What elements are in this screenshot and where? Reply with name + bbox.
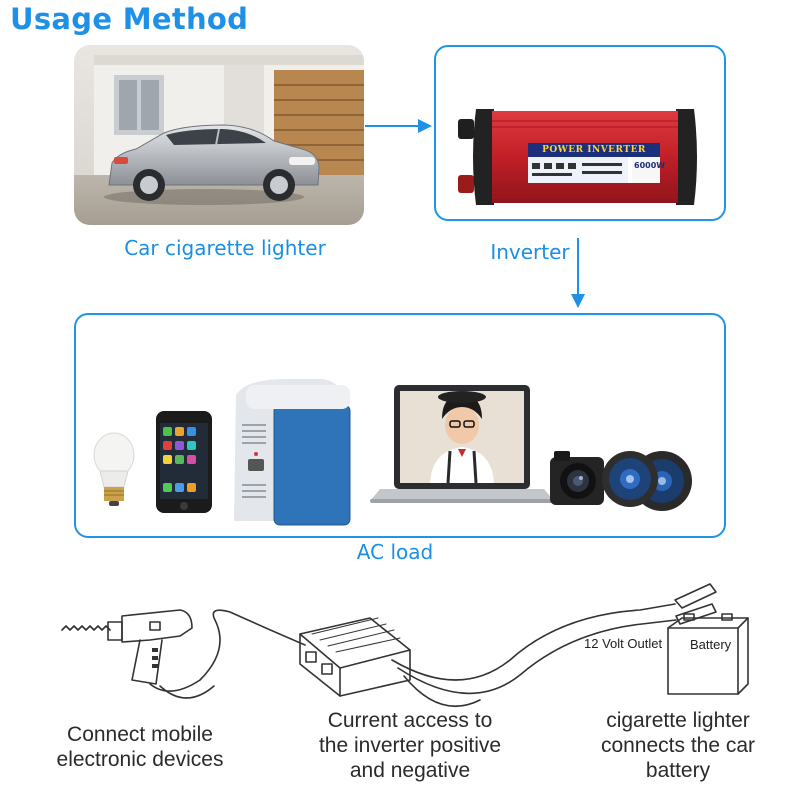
step-line: electronic devices xyxy=(56,748,224,771)
inverter-image xyxy=(458,109,697,205)
inverter-box: POWER INVERTER 6000W xyxy=(434,45,726,221)
battery-label: Battery xyxy=(690,637,732,652)
battery-icon xyxy=(667,613,749,695)
inverter-wattage: 6000W xyxy=(634,161,666,170)
inverter-label: POWER INVERTER xyxy=(542,145,646,155)
laptop-icon xyxy=(370,385,554,503)
car-photo xyxy=(74,45,364,225)
step-line: cigarette lighter xyxy=(606,709,750,732)
ac-load-caption: AC load xyxy=(356,540,434,564)
step-current-access: Current access to the inverter positive … xyxy=(290,708,530,783)
ac-load-box xyxy=(74,313,726,538)
step-line: the inverter positive xyxy=(318,734,502,757)
inverter-caption: Inverter xyxy=(490,240,570,264)
page-title: Usage Method xyxy=(10,2,249,36)
inverter-icon xyxy=(458,109,697,205)
step-connect-devices: Connect mobile electronic devices xyxy=(30,722,250,772)
car-caption: Car cigarette lighter xyxy=(124,236,326,260)
car-icon xyxy=(104,124,320,205)
step-line: Connect mobile xyxy=(67,723,213,746)
car-speakers-icon xyxy=(602,451,692,511)
car-fridge-icon xyxy=(234,379,351,526)
step-lighter-battery: cigarette lighter connects the car batte… xyxy=(572,708,784,783)
step-line: battery xyxy=(645,759,711,782)
drill-icon xyxy=(61,609,193,685)
step-line: Current access to xyxy=(327,709,493,732)
small-inverter-icon xyxy=(299,617,411,697)
arrow-right-icon xyxy=(365,119,432,133)
camera-icon xyxy=(550,451,604,505)
smartphone-icon xyxy=(156,411,212,513)
outlet-label: 12 Volt Outlet xyxy=(584,636,663,651)
step-line: and negative xyxy=(349,759,471,782)
arrow-down-icon xyxy=(571,238,585,308)
step-line: connects the car xyxy=(600,734,756,757)
light-bulb-icon xyxy=(93,432,135,506)
